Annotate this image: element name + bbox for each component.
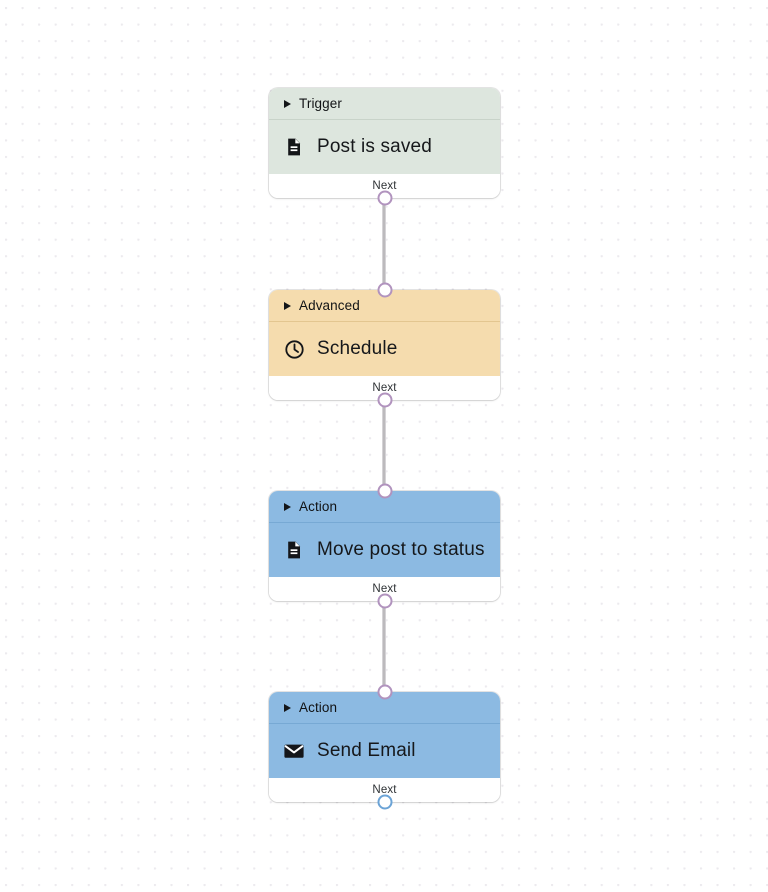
node-category-label: Action — [299, 499, 338, 514]
next-label: Next — [372, 382, 397, 394]
node-category-label: Trigger — [299, 96, 342, 111]
node-title: Post is saved — [317, 136, 432, 157]
node-title: Move post to status — [317, 539, 485, 560]
node-category-label: Advanced — [299, 298, 360, 313]
node-output-port[interactable] — [377, 593, 392, 609]
header-divider — [269, 522, 500, 523]
node-title: Send Email — [317, 740, 416, 761]
node-content[interactable]: Move post to status — [269, 523, 500, 577]
document-icon — [283, 136, 305, 158]
chevron-right-icon[interactable] — [284, 502, 291, 511]
node-content[interactable]: Schedule — [269, 322, 500, 376]
node-output-port[interactable] — [377, 190, 392, 206]
node-content[interactable]: Send Email — [269, 724, 500, 778]
node-footer[interactable]: Next — [269, 376, 500, 400]
node-output-port[interactable] — [377, 392, 392, 408]
node-input-port[interactable] — [377, 483, 392, 499]
header-divider — [269, 723, 500, 724]
envelope-icon — [283, 740, 305, 762]
next-label: Next — [372, 583, 397, 595]
node-title: Schedule — [317, 338, 398, 359]
connector-edge[interactable] — [382, 597, 386, 692]
connector-edge[interactable] — [382, 396, 386, 491]
chevron-right-icon[interactable] — [284, 703, 291, 712]
node-output-port[interactable] — [377, 794, 392, 810]
node-category-label: Action — [299, 700, 338, 715]
chevron-right-icon[interactable] — [284, 99, 291, 108]
node-header[interactable]: Trigger — [269, 88, 500, 119]
header-divider — [269, 321, 500, 322]
clock-icon — [283, 338, 305, 360]
node-input-port[interactable] — [377, 282, 392, 298]
next-label: Next — [372, 180, 397, 192]
header-divider — [269, 119, 500, 120]
connector-edge[interactable] — [382, 195, 386, 290]
next-label: Next — [372, 784, 397, 796]
chevron-right-icon[interactable] — [284, 301, 291, 310]
node-content[interactable]: Post is saved — [269, 120, 500, 174]
node-input-port[interactable] — [377, 684, 392, 700]
document-icon — [283, 539, 305, 561]
